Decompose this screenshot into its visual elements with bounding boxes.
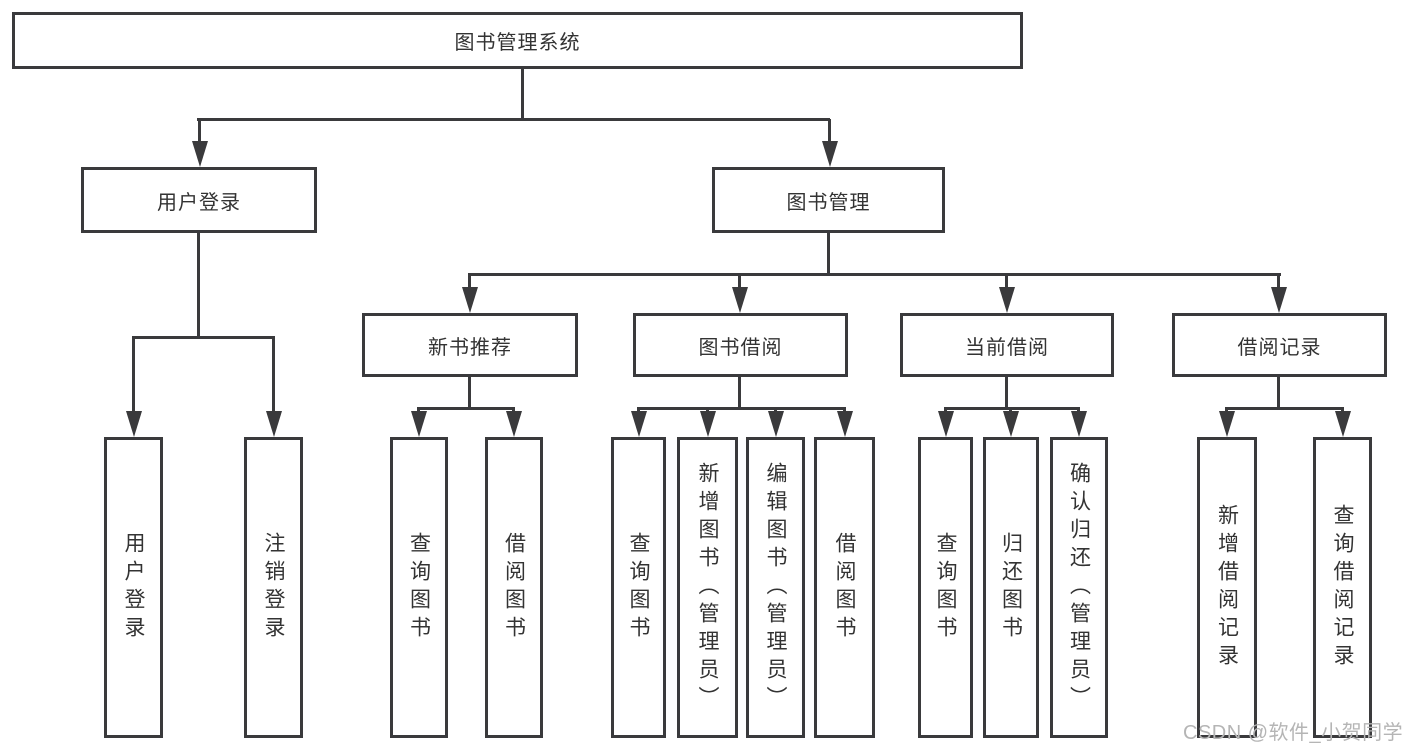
- arrow-to-return-books: [1002, 408, 1019, 437]
- arrow-to-recommend-borrow: [505, 408, 522, 437]
- connector-current-stem: [1005, 376, 1008, 409]
- connector-records-stem: [1277, 376, 1280, 409]
- leaf-query-borrow-record: 查询借阅记录: [1313, 437, 1372, 738]
- connector-root-stem: [521, 68, 524, 120]
- leaf-borrow-books: 借阅图书: [814, 437, 875, 738]
- connector-current-bar: [944, 407, 1080, 410]
- leaf-add-books-admin: 新增图书（管理员）: [677, 437, 738, 738]
- csdn-watermark: CSDN @软件_小贺同学: [1183, 722, 1404, 744]
- arrow-to-recommend-query: [410, 408, 427, 437]
- leaf-edit-books-admin: 编辑图书（管理员）: [746, 437, 805, 738]
- leaf-borrow-query-books: 查询图书: [611, 437, 666, 738]
- node-book-management: 图书管理: [712, 167, 945, 233]
- node-book-borrow: 图书借阅: [633, 313, 848, 377]
- connector-user-bar: [132, 336, 275, 339]
- arrow-to-add-record: [1218, 408, 1235, 437]
- leaf-user-login: 用户登录: [104, 437, 163, 738]
- arrow-to-leaf-user-login: [125, 337, 142, 437]
- arrow-to-borrow-records: [1270, 274, 1287, 313]
- connector-recommend-stem: [468, 376, 471, 409]
- arrow-to-query-record: [1334, 408, 1351, 437]
- connector-user-stem: [197, 231, 200, 338]
- arrow-to-leaf-logout: [265, 337, 282, 437]
- connector-mgmt-bar: [468, 273, 1281, 276]
- arrow-to-current-query: [937, 408, 954, 437]
- leaf-recommend-query-books: 查询图书: [390, 437, 448, 738]
- arrow-to-edit-books: [767, 408, 784, 437]
- leaf-add-borrow-record: 新增借阅记录: [1197, 437, 1257, 738]
- arrow-to-borrow-query: [630, 408, 647, 437]
- connector-bookborrow-stem: [738, 376, 741, 409]
- arrow-to-borrow-books: [836, 408, 853, 437]
- arrow-to-new-book-recommend: [461, 274, 478, 313]
- connector-mgmt-stem: [827, 232, 830, 275]
- arrow-to-confirm-return: [1070, 408, 1087, 437]
- arrow-to-book-borrow: [731, 274, 748, 313]
- leaf-confirm-return-admin: 确认归还（管理员）: [1050, 437, 1108, 738]
- node-user-login: 用户登录: [81, 167, 317, 233]
- node-library-system: 图书管理系统: [12, 12, 1023, 69]
- arrow-to-add-books: [699, 408, 716, 437]
- leaf-logout: 注销登录: [244, 437, 303, 738]
- leaf-return-books: 归还图书: [983, 437, 1039, 738]
- connector-recommend-bar: [417, 407, 515, 410]
- connector-root-bar: [197, 118, 830, 121]
- arrow-to-user-login: [191, 119, 208, 167]
- node-borrow-records: 借阅记录: [1172, 313, 1387, 377]
- leaf-recommend-borrow-books: 借阅图书: [485, 437, 543, 738]
- leaf-current-query-books: 查询图书: [918, 437, 973, 738]
- arrow-to-book-management: [821, 119, 838, 167]
- arrow-to-current-borrow: [998, 274, 1015, 313]
- connector-bookborrow-bar: [637, 407, 846, 410]
- connector-records-bar: [1225, 407, 1344, 410]
- node-new-book-recommend: 新书推荐: [362, 313, 578, 377]
- node-current-borrow: 当前借阅: [900, 313, 1114, 377]
